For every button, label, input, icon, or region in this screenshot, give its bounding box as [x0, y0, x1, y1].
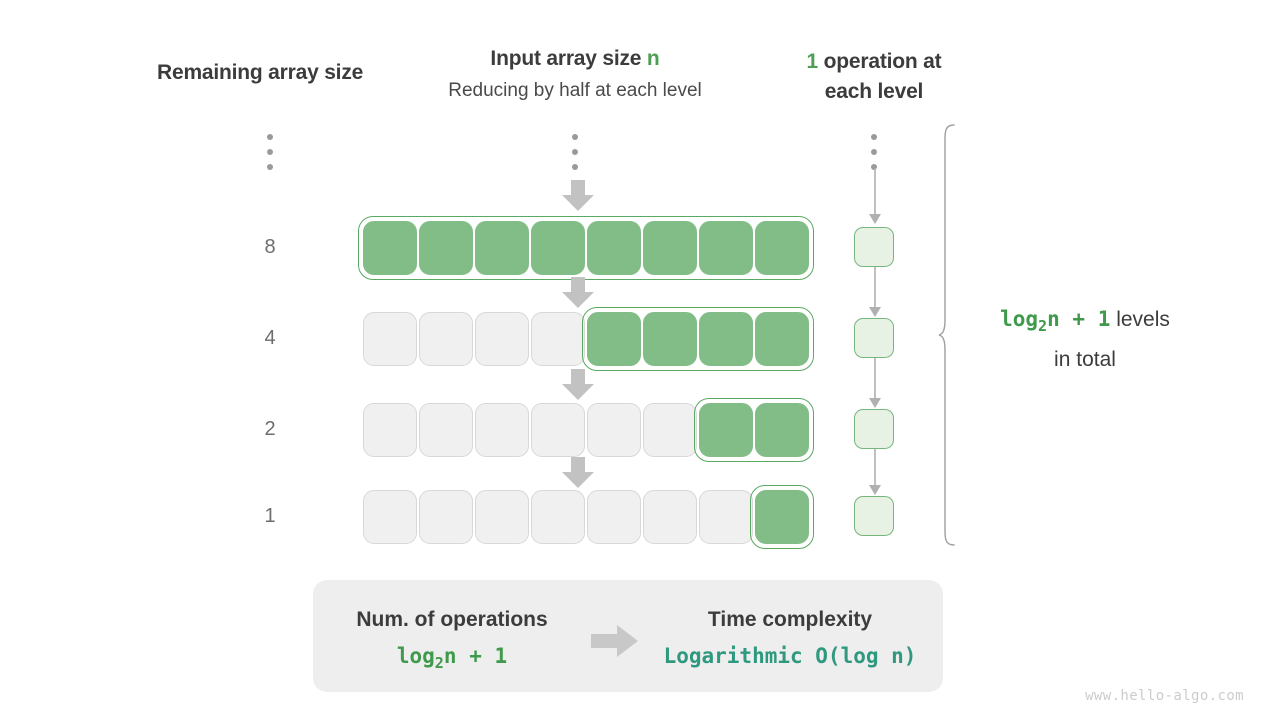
levels-formula: log2n + 1	[1000, 307, 1111, 335]
array-cell-inactive	[419, 490, 473, 544]
array-cell-inactive	[475, 490, 529, 544]
vertical-ellipsis-icon-left	[267, 134, 273, 170]
dot	[267, 134, 273, 140]
watermark: www.hello-algo.com	[1085, 688, 1244, 704]
header-operations-count: 1	[806, 50, 819, 73]
array-cell-active	[587, 221, 641, 275]
array-cell-active	[531, 221, 585, 275]
header-input-array-size-text: Input array size	[490, 47, 647, 70]
header-operations-line2: each level	[824, 80, 924, 103]
levels-annotation: log2n + 1 levels in total	[1000, 303, 1170, 376]
dot	[572, 149, 578, 155]
levels-formula-log: log	[1000, 307, 1039, 331]
dot	[871, 134, 877, 140]
array-highlight-border-1	[750, 485, 814, 549]
header-input-array-size-var: n	[646, 47, 660, 70]
header-remaining-array-size: Remaining array size	[157, 61, 364, 84]
array-cell-inactive	[363, 403, 417, 457]
row-label-4: 4	[264, 327, 276, 349]
array-cell-inactive	[531, 312, 585, 366]
dot	[871, 149, 877, 155]
dot	[267, 149, 273, 155]
summary-left-value-rest: n + 1	[443, 644, 508, 668]
summary-right-title: Time complexity	[707, 608, 873, 631]
dot	[267, 164, 273, 170]
array-cell-active	[643, 221, 697, 275]
operation-box-level-8	[854, 227, 894, 267]
row-label-1: 1	[264, 505, 276, 527]
operation-box-level-1	[854, 496, 894, 536]
array-cell-active	[475, 221, 529, 275]
dot	[572, 134, 578, 140]
levels-annotation-line1: log2n + 1 levels	[1000, 303, 1170, 343]
array-highlight-border-2	[694, 398, 814, 462]
array-cell-inactive	[531, 403, 585, 457]
array-cell-inactive	[531, 490, 585, 544]
curly-brace-icon	[938, 124, 964, 551]
array-cell-active	[419, 221, 473, 275]
array-cell-inactive	[363, 490, 417, 544]
header-operations-line1-rest: operation at	[818, 50, 942, 73]
row-label-2: 2	[264, 418, 276, 440]
summary-left-value-log: log	[396, 644, 435, 668]
array-cell-inactive	[363, 312, 417, 366]
thin-arrow-icon-to-op-4	[864, 449, 886, 502]
vertical-ellipsis-icon-middle	[572, 134, 578, 170]
down-arrow-icon-to-level-4	[561, 277, 595, 309]
array-cell-inactive	[587, 403, 641, 457]
array-cell-active	[699, 312, 753, 366]
operation-box-level-4	[854, 318, 894, 358]
summary-left-value: log2n + 1	[356, 644, 547, 672]
header-operations-per-level: 1 operation at each level	[807, 47, 942, 107]
array-cell-active	[643, 312, 697, 366]
down-arrow-icon-to-level-8	[561, 180, 595, 212]
thin-arrow-icon-to-op-3	[864, 358, 886, 415]
down-arrow-icon-to-level-2	[561, 369, 595, 401]
header-input-array-subtitle: Reducing by half at each level	[448, 80, 702, 101]
header-input-array-size: Input array size n	[490, 47, 659, 71]
array-cell-inactive	[419, 312, 473, 366]
levels-formula-rest: n + 1	[1047, 307, 1111, 331]
array-highlight-border-8	[358, 216, 814, 280]
right-arrow-icon	[591, 624, 639, 663]
operation-box-level-2	[854, 409, 894, 449]
thin-arrow-icon-to-op-2	[864, 267, 886, 324]
array-cell-active	[699, 221, 753, 275]
array-cell-inactive	[475, 403, 529, 457]
summary-left-title: Num. of operations	[356, 608, 548, 631]
array-highlight-border-4	[582, 307, 814, 371]
summary-left-column: Num. of operations log2n + 1	[356, 608, 547, 672]
summary-right-column: Time complexity Logarithmic O(log n)	[664, 608, 917, 668]
array-cell-inactive	[699, 490, 753, 544]
array-cell-inactive	[475, 312, 529, 366]
row-label-8: 8	[264, 236, 276, 258]
dot	[572, 164, 578, 170]
array-cell-inactive	[419, 403, 473, 457]
array-cell-inactive	[587, 490, 641, 544]
summary-left-value-base: 2	[434, 654, 444, 673]
down-arrow-icon-to-level-1	[561, 457, 595, 489]
array-cell-inactive	[643, 490, 697, 544]
header-operations-line1: 1 operation at	[807, 47, 942, 77]
dot	[871, 164, 877, 170]
levels-annotation-line2: in total	[1054, 348, 1116, 372]
summary-right-value: Logarithmic O(log n)	[663, 644, 917, 668]
levels-formula-base: 2	[1038, 317, 1048, 336]
vertical-ellipsis-icon-right	[871, 134, 877, 170]
array-cell-inactive	[643, 403, 697, 457]
thin-arrow-icon-to-op-1	[864, 168, 886, 231]
levels-annotation-suffix: levels	[1110, 308, 1170, 331]
